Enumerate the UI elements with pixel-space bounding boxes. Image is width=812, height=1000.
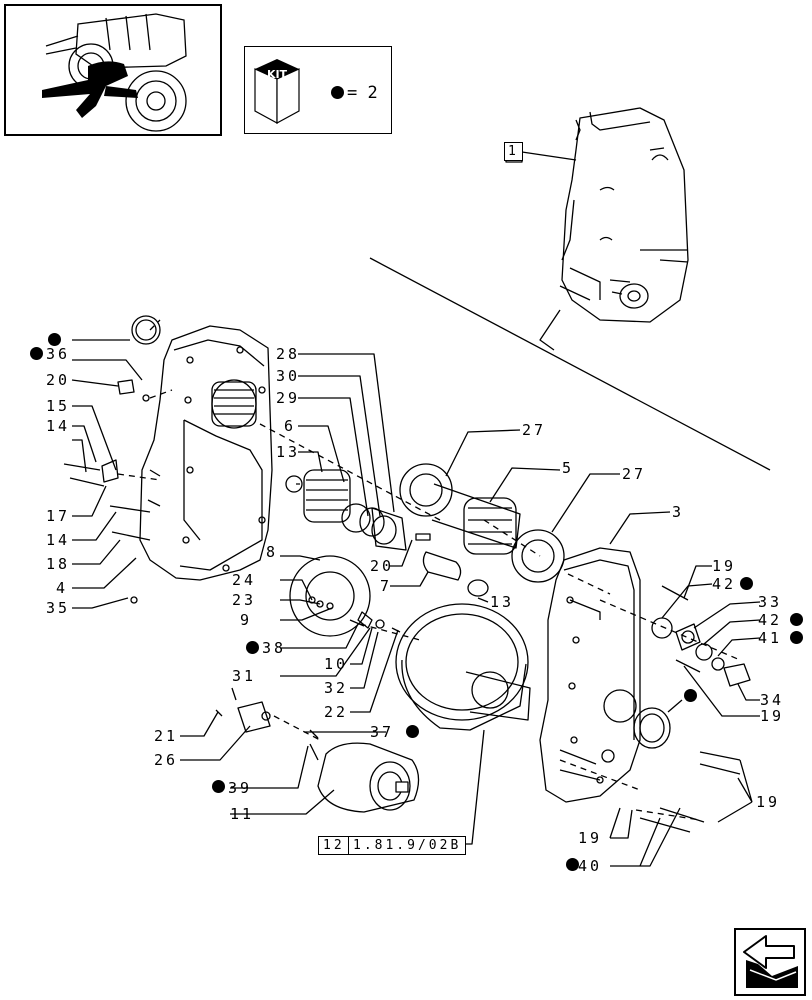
kit-equation: = 2 (347, 83, 378, 103)
part-label: 35 (46, 599, 71, 617)
kit-cube-icon (254, 59, 300, 125)
part-label: 4 (56, 579, 69, 597)
part-label: 30 (276, 367, 301, 385)
part-label: 19 (760, 707, 785, 725)
part-label: 5 (562, 459, 575, 477)
part-label: 29 (276, 389, 301, 407)
reference-code-box: 1.81.9/02B (348, 836, 467, 855)
tractor-icon (42, 13, 187, 132)
right-housing-drawing (539, 547, 641, 803)
part-label: 42 (712, 575, 737, 593)
kit-dot-icon (566, 858, 579, 871)
part-label: 36 (46, 345, 71, 363)
part-label: 14 (46, 531, 71, 549)
kit-dot-icon (331, 86, 344, 99)
part-label: 39 (228, 779, 253, 797)
part-label: 19 (578, 829, 603, 847)
part-label: 22 (324, 703, 349, 721)
part-label: 11 (230, 805, 255, 823)
part-label: 26 (154, 751, 179, 769)
kit-dot-icon (212, 780, 225, 793)
part-label: 42 (758, 611, 783, 629)
kit-dot-icon (48, 333, 61, 346)
part-label: 9 (240, 611, 253, 629)
part-label: 21 (154, 727, 179, 745)
left-housing-drawing (139, 325, 273, 581)
large-gear-drawing (395, 603, 531, 731)
part-label: 24 (232, 571, 257, 589)
part-label: 7 (380, 577, 393, 595)
part-label: 13 (490, 593, 515, 611)
part-label: 18 (46, 555, 71, 573)
reference-number-box: 12 (318, 836, 350, 855)
shaft-parts-drawing (285, 463, 565, 597)
kit-dot-icon (684, 689, 697, 702)
part-label: 33 (758, 593, 783, 611)
arrow-back-icon (743, 935, 798, 988)
kit-dot-icon (246, 641, 259, 654)
part-label: 27 (522, 421, 547, 439)
part-label: 31 (232, 667, 257, 685)
part-label: 41 (758, 629, 783, 647)
part-label: 34 (760, 691, 785, 709)
part-label: 14 (46, 417, 71, 435)
kit-dot-icon (406, 725, 419, 738)
part-label: 13 (276, 443, 301, 461)
back-navigation-button[interactable] (734, 928, 806, 996)
part-label: 3 (672, 503, 685, 521)
kit-dot-icon (740, 577, 753, 590)
assembled-gearbox-drawing (559, 107, 689, 323)
part-label: 8 (266, 543, 279, 561)
tractor-location-thumbnail (4, 4, 222, 136)
part-label: 37 (370, 723, 395, 741)
part-label: 19 (712, 557, 737, 575)
part-label: 20 (46, 371, 71, 389)
kit-legend: KIT = 2 (244, 46, 392, 134)
part-label: 15 (46, 397, 71, 415)
kit-dot-icon (790, 631, 803, 644)
part-label: 38 (262, 639, 287, 657)
part-label: 19 (756, 793, 781, 811)
kit-dot-icon (790, 613, 803, 626)
kit-label: KIT (266, 68, 288, 81)
main-assembly-label: 1 (504, 142, 523, 161)
part-label: 6 (284, 417, 297, 435)
part-label: 17 (46, 507, 71, 525)
part-label: 32 (324, 679, 349, 697)
part-label: 28 (276, 345, 301, 363)
part-label: 20 (370, 557, 395, 575)
kit-quantity: = 2 (331, 83, 378, 103)
kit-dot-icon (30, 347, 43, 360)
part-label: 40 (578, 857, 603, 875)
part-label: 27 (622, 465, 647, 483)
part-label: 10 (324, 655, 349, 673)
part-label: 23 (232, 591, 257, 609)
